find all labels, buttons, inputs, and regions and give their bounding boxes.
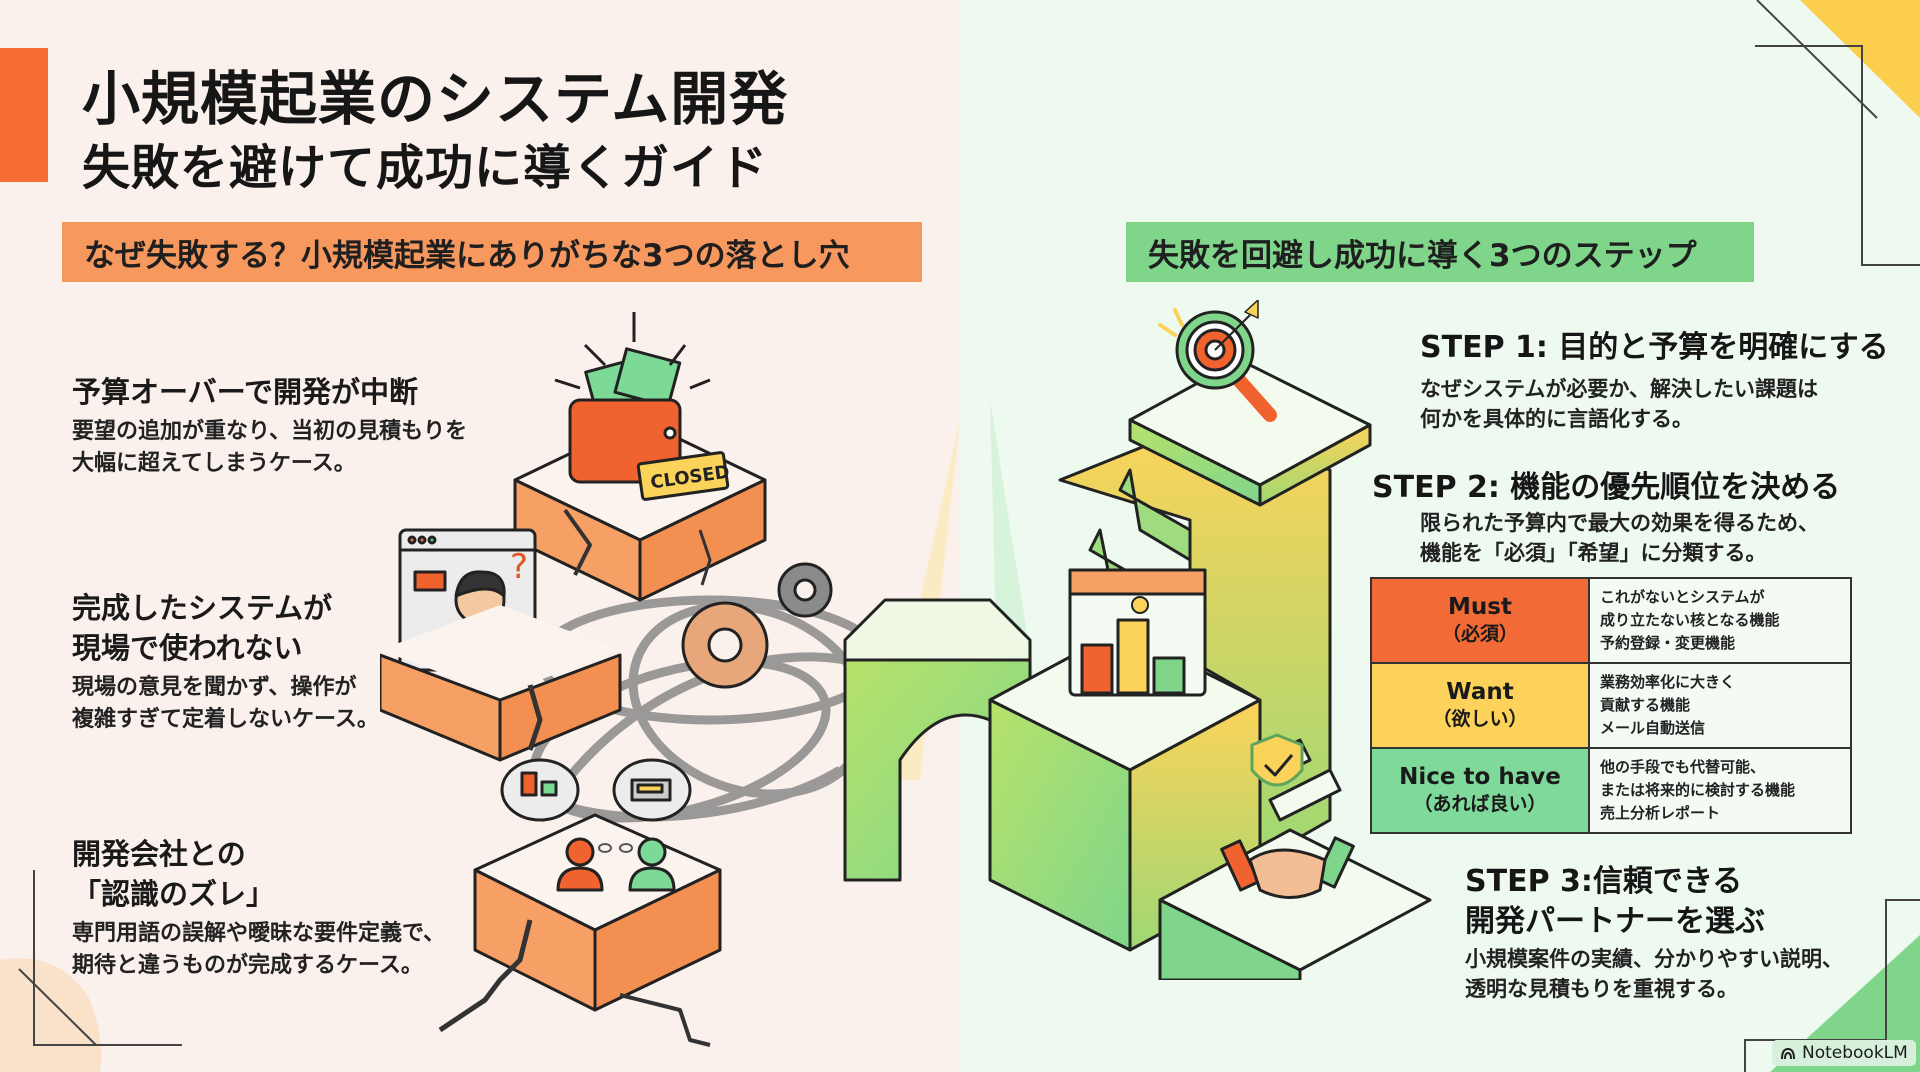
description-line: 成り立たない核となる機能 (1600, 611, 1780, 629)
green-corner-triangle (1770, 935, 1920, 1072)
description-line: なぜシステムが必要か、解決したい課題は (1420, 377, 1818, 401)
description-line: 機能を「必須」「希望」に分類する。 (1420, 541, 1767, 565)
speech-bubble-door-icon (500, 758, 580, 822)
wallet-icon (568, 347, 682, 484)
label: Must (1448, 593, 1512, 620)
description-line: 貢献する機能 (1600, 696, 1691, 714)
label: Want (1446, 678, 1514, 705)
title-accent-bar (0, 48, 48, 182)
chart-window-icon (1068, 568, 1207, 697)
peach-corner-blob (0, 958, 102, 1072)
step-heading: STEP 2: 機能の優先順位を決める (1372, 470, 1841, 505)
description-line: 透明な見積もりを重視する。 (1465, 977, 1738, 1001)
description-line: 何かを具体的に言語化する。 (1420, 407, 1693, 431)
priority-description-want: 業務効率化に大きく 貢献する機能 メール自動送信 (1588, 662, 1852, 749)
step-description: 小規模案件の実績、分かりやすい説明、 透明な見積もりを重視する。 (1465, 944, 1843, 1004)
description-line: 大幅に超えてしまうケース。 (72, 451, 356, 476)
description-line: 専門用語の誤解や曖昧な要件定義で、 (72, 921, 446, 946)
cracked-block-2 (380, 605, 622, 762)
priority-label-want: Want （欲しい） (1370, 662, 1590, 749)
pitfall-description: 要望の追加が重なり、当初の見積もりを 大幅に超えてしまうケース。 (72, 416, 467, 480)
heading-line: 開発パートナーを選ぶ (1465, 904, 1765, 939)
description-line: メール自動送信 (1600, 719, 1706, 737)
priority-label-must: Must （必須） (1370, 577, 1590, 664)
description-line: 複雑すぎて定着しないケース。 (72, 707, 379, 732)
heading-line: 現場で使われない (72, 631, 303, 665)
description-line: 現場の意見を聞かず、操作が (72, 675, 357, 700)
description-line: または将来的に検討する機能 (1600, 781, 1796, 799)
target-magnifier-icon (1175, 300, 1277, 422)
heading-line: 開発会社との (72, 837, 246, 871)
heading-line: STEP 3:信頼できる (1465, 864, 1743, 899)
staircase (988, 358, 1432, 980)
person-orange-icon (556, 837, 604, 892)
description-line: 要望の追加が重なり、当初の見積もりを (72, 419, 468, 444)
step-heading: STEP 1: 目的と予算を明確にする (1420, 330, 1889, 365)
pitfalls-illustration: CLOSED ? (380, 312, 903, 1047)
description-line: 予約登録・変更機能 (1600, 634, 1736, 652)
step-description: なぜシステムが必要か、解決したい課題は 何かを具体的に言語化する。 (1420, 374, 1889, 434)
pitfall-heading: 完成したシステムが 現場で使われない (72, 588, 379, 668)
steps-banner: 失敗を回避し成功に導く3つのステップ (1126, 222, 1754, 282)
priority-table: Must （必須） これがないとシステムが 成り立たない核となる機能 予約登録・… (1370, 577, 1852, 834)
shield-check-icon (1250, 733, 1304, 787)
gear-icon-orange (681, 601, 769, 689)
priority-description-nice: 他の手段でも代替可能、 または将来的に検討する機能 売上分析レポート (1588, 747, 1852, 834)
pitfall-unused-system: 完成したシステムが 現場で使われない 現場の意見を聞かず、操作が 複雑すぎて定着… (72, 588, 379, 736)
pitfall-description: 専門用語の誤解や曖昧な要件定義で、 期待と違うものが完成するケース。 (72, 918, 445, 982)
step-1: STEP 1: 目的と予算を明確にする なぜシステムが必要か、解決したい課題は … (1420, 328, 1889, 434)
step-heading: STEP 3:信頼できる 開発パートナーを選ぶ (1465, 862, 1843, 942)
sparkle-lines (1158, 308, 1184, 337)
broken-chain-icon (598, 843, 633, 853)
speech-bubble-machine-icon (612, 758, 692, 822)
burst-lines (554, 312, 711, 390)
person-green-icon (628, 837, 676, 892)
heading-line: 「認識のズレ」 (72, 877, 276, 911)
description-line: 売上分析レポート (1600, 804, 1721, 822)
step-2: STEP 2: 機能の優先順位を決める 限られた予算内で最大の効果を得るため、 … (1372, 468, 1840, 568)
priority-row-want: Want （欲しい） 業務効率化に大きく 貢献する機能 メール自動送信 (1370, 662, 1852, 749)
description-line: 業務効率化に大きく (1600, 673, 1736, 691)
brand-label: NotebookLM (1802, 1043, 1908, 1063)
sublabel: （必須） (1441, 622, 1518, 645)
description-line: 期待と違うものが完成するケース。 (72, 953, 423, 978)
yellow-corner-triangle (1800, 0, 1920, 118)
description-line: 小規模案件の実績、分かりやすい説明、 (1465, 947, 1843, 971)
description-line: 限られた予算内で最大の効果を得るため、 (1420, 511, 1819, 535)
notebooklm-logo-icon (1781, 1047, 1795, 1060)
description-line: 他の手段でも代替可能、 (1600, 758, 1766, 776)
step-description: 限られた予算内で最大の効果を得るため、 機能を「必須」「希望」に分類する。 (1372, 508, 1840, 568)
pitfall-heading: 開発会社との 「認識のズレ」 (72, 834, 445, 914)
bridge (843, 598, 1032, 882)
steps-illustration (843, 300, 1432, 980)
page-title: 小規模起業のシステム開発 (82, 65, 789, 133)
pitfalls-banner: なぜ失敗する？小規模起業にありがちな3つの落とし穴 (62, 222, 922, 282)
pitfall-misalignment: 開発会社との 「認識のズレ」 専門用語の誤解や曖昧な要件定義で、 期待と違うもの… (72, 834, 445, 982)
sublabel: （あれば良い） (1413, 792, 1547, 815)
heading-line: 完成したシステムが (72, 591, 333, 625)
question-mark-icon: ? (510, 547, 528, 587)
gear-icon-grey (777, 562, 833, 618)
pitfall-budget: 予算オーバーで開発が中断 要望の追加が重なり、当初の見積もりを 大幅に超えてしま… (72, 372, 467, 480)
priority-label-nice: Nice to have （あれば良い） (1370, 747, 1590, 834)
closed-sign-icon: CLOSED (636, 451, 731, 501)
priority-row-nice: Nice to have （あれば良い） 他の手段でも代替可能、 または将来的に… (1370, 747, 1852, 834)
priority-description-must: これがないとシステムが 成り立たない核となる機能 予約登録・変更機能 (1588, 577, 1852, 664)
label: Nice to have (1399, 763, 1561, 790)
notebooklm-badge: NotebookLM (1772, 1040, 1916, 1066)
page-subtitle: 失敗を避けて成功に導くガイド (82, 140, 769, 196)
priority-row-must: Must （必須） これがないとシステムが 成り立たない核となる機能 予約登録・… (1370, 577, 1852, 664)
step-3: STEP 3:信頼できる 開発パートナーを選ぶ 小規模案件の実績、分かりやすい説… (1465, 862, 1843, 1004)
pitfall-description: 現場の意見を聞かず、操作が 複雑すぎて定着しないケース。 (72, 672, 379, 736)
pitfall-heading: 予算オーバーで開発が中断 (72, 375, 418, 409)
sublabel: （欲しい） (1432, 707, 1528, 730)
handshake-icon (1220, 836, 1355, 899)
description-line: これがないとシステムが (1600, 588, 1765, 606)
